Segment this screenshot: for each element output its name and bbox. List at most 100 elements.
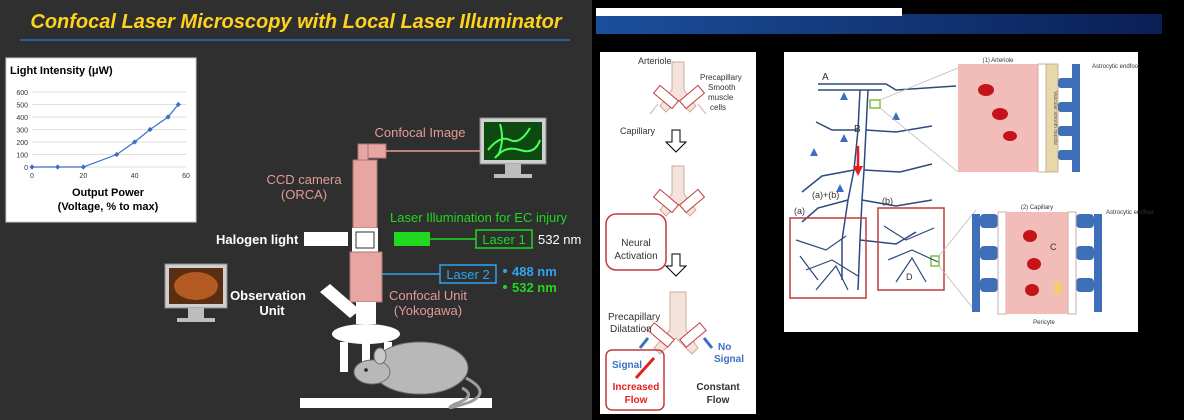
zoom-line-3 — [938, 209, 977, 257]
objective-lens — [332, 324, 400, 344]
chart-background — [5, 57, 197, 223]
laser1-label: Laser 1 — [482, 232, 525, 247]
laser-illumination-label: Laser Illumination for EC injury — [390, 210, 568, 225]
mouse-icon — [353, 341, 482, 409]
slide-title: Confocal Laser Microscopy with Local Las… — [30, 11, 562, 33]
left-slide-canvas: Confocal Laser Microscopy with Local Las… — [5, 11, 581, 409]
red-blood-cell — [1023, 230, 1037, 242]
observation-arm — [320, 284, 360, 318]
monitor-neck — [188, 308, 204, 318]
neural-activation-box — [605, 213, 667, 271]
no-signal-arrow — [702, 337, 714, 349]
chart-point — [55, 164, 61, 170]
stage-leg-left — [340, 342, 348, 372]
observation-monitor-icon — [164, 263, 228, 322]
label-b: B — [854, 124, 861, 135]
signal-label: Signal — [612, 360, 642, 371]
mouse-eye — [364, 368, 368, 372]
no-signal-label-1: No — [718, 342, 731, 353]
label-sub-a: (a) — [794, 206, 805, 216]
observation-unit-label-2: Unit — [259, 303, 285, 318]
astrocytic-endfeet — [1058, 64, 1080, 172]
confocal-unit-label-2: (Yokogawa) — [394, 303, 462, 318]
flow-panel: Arteriole Precapillary Smooth muscle cel… — [600, 52, 756, 414]
mouse-ear — [373, 347, 387, 365]
down-arrow-icon — [664, 129, 688, 153]
no-signal-label-2: Signal — [714, 354, 744, 365]
endothelium — [1037, 63, 1047, 173]
chart-x-tick-label: 40 — [131, 173, 139, 180]
right-slide: Arteriole Precapillary Smooth muscle cel… — [596, 0, 1184, 420]
arteriole-box-label: (1) Arteriole — [982, 58, 1014, 64]
smooth-muscle-label: Vascular smooth muscle — [1052, 91, 1058, 145]
chart-x-tick-label: 60 — [182, 173, 190, 180]
right-slide-canvas: Arteriole Precapillary Smooth muscle cel… — [596, 8, 1162, 414]
endothelium-left — [997, 211, 1007, 315]
increased-flow-label-1: Increased — [613, 382, 660, 393]
laser2-box — [439, 264, 497, 284]
smooth-muscle-left — [652, 188, 680, 214]
laser2-bullet-2 — [503, 285, 507, 289]
neural-activation-label-1: Neural — [621, 238, 650, 249]
capillary-marker — [930, 255, 940, 267]
arteriole-detail: Vascular smooth muscle (1) Arteriole Ast… — [958, 58, 1140, 173]
capillary-branch-left — [649, 103, 659, 115]
observation-unit-label-1: Observation — [230, 288, 306, 303]
chart-y-tick-label: 0 — [24, 165, 28, 172]
flow-panel-bg — [600, 52, 756, 414]
smooth-muscle-left — [652, 84, 680, 110]
precapillary-label-1: Precapillary — [700, 73, 742, 82]
laser1-box — [475, 229, 533, 249]
mouse-head — [353, 359, 391, 385]
chart-point — [29, 164, 35, 170]
base-plate — [300, 398, 492, 408]
sub-box-b — [877, 207, 945, 291]
capillary-branch-right — [697, 103, 707, 115]
label-a: A — [822, 72, 829, 83]
capillary-network-b — [883, 225, 939, 283]
neural-activation-label-2: Activation — [614, 251, 657, 262]
chart-x-tick-label: 20 — [79, 173, 87, 180]
halogen-light-box — [304, 232, 348, 246]
label-c: C — [1050, 242, 1057, 252]
light-intensity-chart: Light Intensity (μW) 0100200300400500600… — [5, 57, 197, 223]
red-blood-cell — [1025, 284, 1039, 296]
stage-leg-mid — [362, 342, 370, 366]
laser2-label: Laser 2 — [446, 267, 489, 282]
ccd-camera-tube — [352, 159, 378, 229]
chart-xlabel-line2: (Voltage, % to max) — [58, 201, 159, 213]
header-bar — [596, 14, 1162, 34]
label-d: D — [906, 272, 913, 282]
zoom-line-4 — [938, 265, 977, 313]
chart-ylabel: Light Intensity (μW) — [10, 65, 113, 77]
smooth-muscle-right — [679, 322, 707, 348]
zoom-line-2 — [879, 107, 959, 173]
capillary-box-label: (2) Capillary — [1021, 205, 1053, 211]
laser1-green-box — [394, 232, 430, 246]
astrocytic-endfeet — [972, 214, 1102, 312]
laser2-wavelength-1: 488 nm — [512, 264, 557, 279]
signal-arrow — [638, 337, 650, 349]
confocal-unit-label-1: Confocal Unit — [389, 288, 467, 303]
red-blood-cell — [978, 84, 994, 96]
smooth-muscle-layer — [1045, 63, 1059, 173]
smooth-muscle-right — [678, 84, 706, 110]
ccd-camera-label-2: (ORCA) — [281, 187, 327, 202]
vessel-network — [801, 83, 957, 291]
increased-flow-label-2: Flow — [625, 395, 648, 406]
header-white-strip — [596, 8, 902, 16]
red-blood-cell — [992, 108, 1008, 120]
precapillary-label-2: Smooth — [708, 83, 736, 92]
increased-flow-arrow — [634, 356, 656, 380]
confocal-unit-body — [349, 251, 383, 303]
laser2-wavelength-2: 532 nm — [512, 280, 557, 295]
chart-y-tick-label: 300 — [16, 128, 28, 135]
chart-y-tick-label: 400 — [16, 115, 28, 122]
vessel-stage-2 — [652, 165, 706, 217]
zoom-line-1 — [879, 67, 959, 101]
increased-flow-box — [605, 349, 665, 411]
pericyte — [1054, 281, 1062, 295]
arteriole-marker — [869, 99, 881, 109]
panel-divider — [592, 0, 596, 420]
